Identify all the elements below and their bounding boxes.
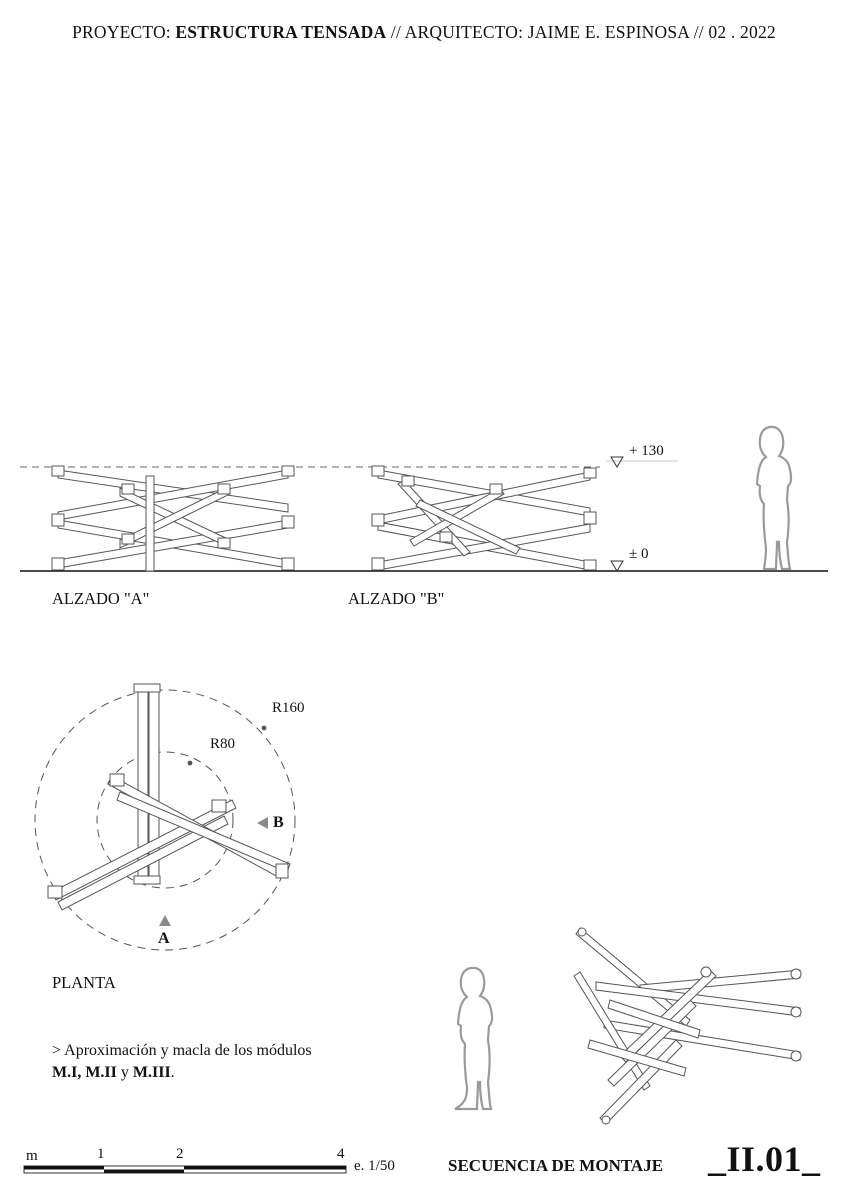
- note-modules: M.I, M.II: [52, 1064, 117, 1081]
- r80-point: [187, 760, 193, 766]
- note-conj: y: [120, 1064, 129, 1081]
- project-name: ESTRUCTURA TENSADA: [175, 22, 387, 42]
- scale-ratio: e. 1/50: [354, 1158, 395, 1174]
- plan-inner-circle: [96, 751, 234, 889]
- level-zero-label: ± 0: [629, 546, 649, 562]
- elevation-a-drawing: [51, 465, 295, 572]
- level-top-label: + 130: [629, 443, 664, 459]
- project-label: PROYECTO:: [72, 22, 171, 42]
- elevation-b-drawing: [371, 465, 597, 571]
- architect-text: // ARQUITECTO: JAIME E. ESPINOSA // 02 .…: [390, 22, 776, 42]
- view-a-label: A: [158, 930, 170, 947]
- scale-bar-graphic: [23, 1165, 347, 1174]
- scale-tick-2: 2: [176, 1146, 184, 1162]
- assembly-cluster-drawing: [573, 927, 802, 1125]
- radius-outer-label: R160: [272, 700, 305, 716]
- level-zero-marker: [610, 560, 624, 572]
- sheet-title: SECUENCIA DE MONTAJE: [448, 1156, 664, 1175]
- view-b-label: B: [273, 814, 284, 831]
- note-line-2: M.I, M.II y M.III.: [52, 1062, 312, 1084]
- plan-drawing: [47, 683, 291, 911]
- elevation-b-label: ALZADO "B": [348, 589, 445, 608]
- view-b-marker: [257, 817, 268, 829]
- note-end: .: [170, 1064, 175, 1081]
- plan-label: PLANTA: [52, 973, 116, 992]
- module-note: > Aproximación y macla de los módulos M.…: [52, 1040, 312, 1084]
- human-figure-elevation: [755, 425, 793, 571]
- human-figure-sequence: [454, 966, 494, 1111]
- level-top-marker: [610, 456, 624, 468]
- plan-outer-circle: [34, 689, 296, 951]
- r160-point: [261, 725, 267, 731]
- sheet-header: PROYECTO: ESTRUCTURA TENSADA // ARQUITEC…: [0, 22, 848, 43]
- radius-inner-label: R80: [210, 736, 236, 752]
- sheet-code: _II.01_: [708, 1139, 821, 1179]
- scale-tick-4: 4: [337, 1146, 345, 1162]
- elevation-a-label: ALZADO "A": [52, 589, 150, 608]
- note-last-module: M.III: [132, 1064, 171, 1081]
- view-a-marker: [159, 915, 171, 926]
- scale-unit: m: [26, 1148, 38, 1164]
- scale-tick-1: 1: [97, 1146, 105, 1162]
- note-line-1: > Aproximación y macla de los módulos: [52, 1042, 312, 1059]
